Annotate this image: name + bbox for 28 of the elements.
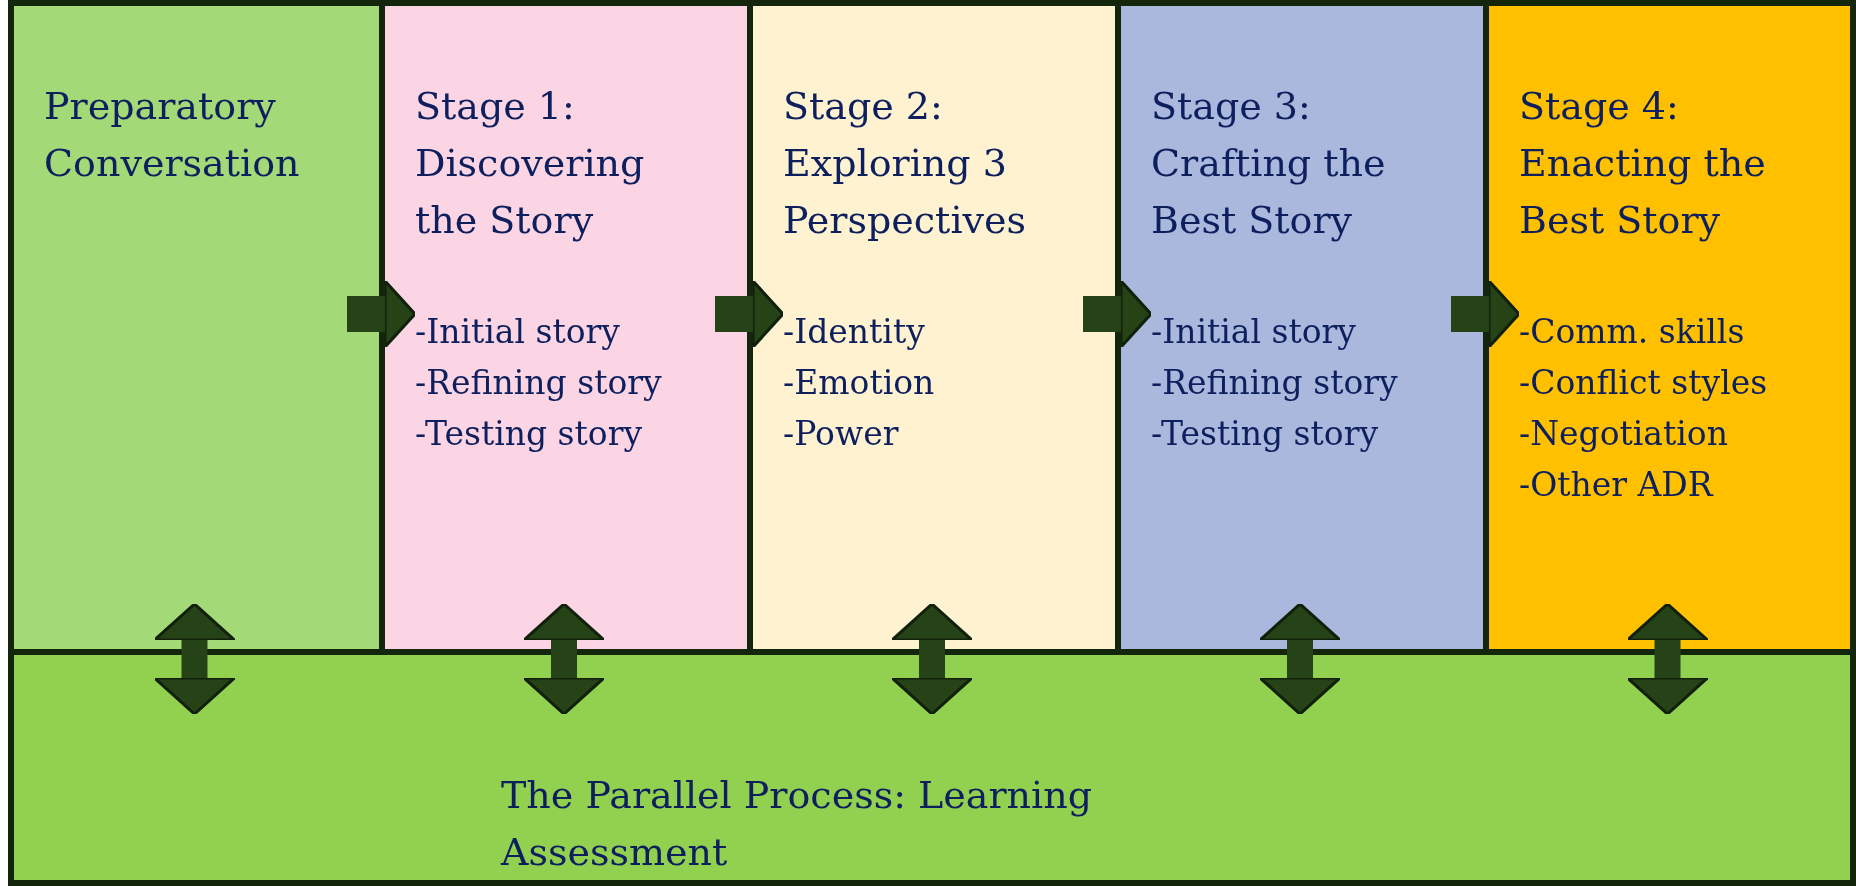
arrow bbox=[1083, 279, 1153, 349]
stage-title: Stage 2: Exploring 3 Perspectives bbox=[783, 83, 1027, 244]
list-item: -Negotiation bbox=[1519, 413, 1728, 455]
list-item: -Emotion bbox=[783, 362, 935, 404]
arrow bbox=[347, 279, 417, 349]
arrow bbox=[153, 602, 236, 716]
list-item: -Power bbox=[783, 413, 899, 455]
arrow bbox=[1258, 602, 1342, 716]
arrow bbox=[890, 602, 974, 716]
arrow bbox=[715, 279, 785, 349]
list-item: -Other ADR bbox=[1519, 464, 1713, 506]
arrow bbox=[1626, 602, 1709, 716]
list-item: -Initial story bbox=[415, 311, 620, 353]
stage-title: Preparatory Conversation bbox=[44, 83, 301, 187]
list-item: -Conflict styles bbox=[1519, 362, 1768, 404]
list-item: -Initial story bbox=[1151, 311, 1356, 353]
list-item: -Refining story bbox=[415, 362, 662, 404]
stage-title: Stage 3: Crafting the Best Story bbox=[1151, 83, 1387, 244]
stage-title: Stage 1: Discovering the Story bbox=[415, 83, 646, 244]
stage-title: Stage 4: Enacting the Best Story bbox=[1519, 83, 1767, 244]
arrow bbox=[1451, 279, 1521, 349]
list-item: -Testing story bbox=[415, 413, 643, 455]
list-item: -Comm. skills bbox=[1519, 311, 1745, 353]
arrow bbox=[522, 602, 606, 716]
list-item: -Refining story bbox=[1151, 362, 1398, 404]
list-item: -Identity bbox=[783, 311, 925, 353]
list-item: -Testing story bbox=[1151, 413, 1379, 455]
band-title: The Parallel Process: Learning Assessment bbox=[501, 772, 1093, 876]
